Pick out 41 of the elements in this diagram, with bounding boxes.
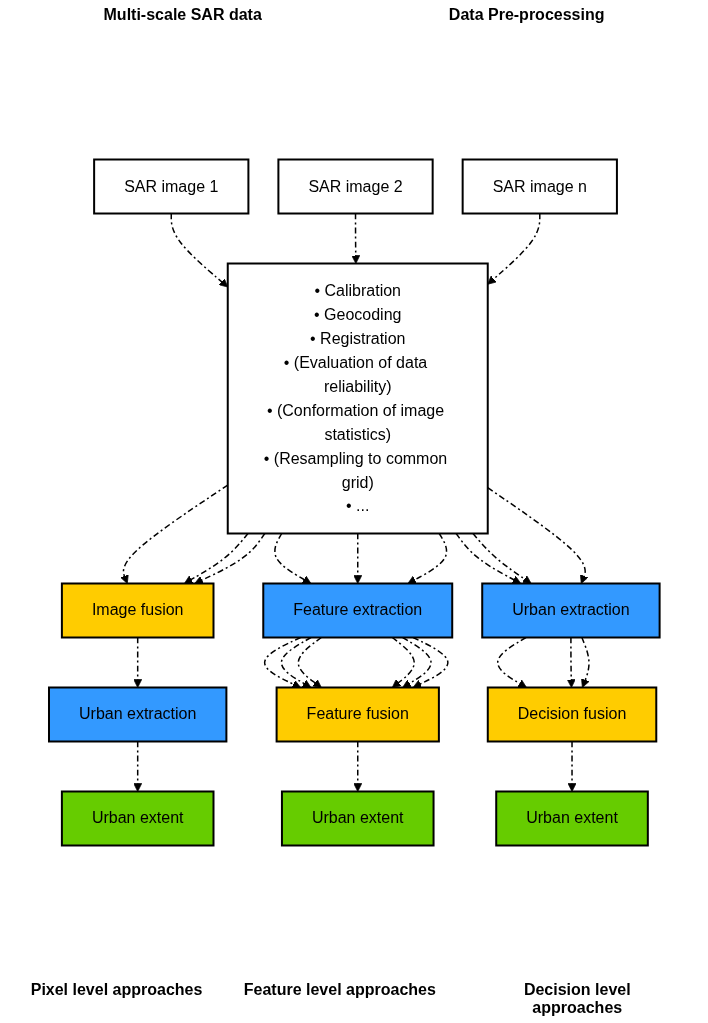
side-label: Data Pre-processing [448,6,605,24]
node-box: Urban extent [494,790,649,847]
node-box: SAR image 1 [92,158,250,215]
arrow [353,532,362,584]
node-box: Decision fusion [486,686,657,743]
node-box: Urban extent [280,790,435,847]
arrow [407,532,447,584]
arrow [471,532,532,584]
arrow [351,212,360,264]
arrow [353,740,362,792]
node-box: Urban extraction [47,686,228,743]
arrow [273,532,312,584]
arrow [297,636,322,688]
arrow [566,636,576,688]
arrow [170,212,228,288]
node-box: SAR image 2 [277,158,434,215]
arrow [280,636,312,688]
node-box: Feature fusion [275,686,440,743]
arrow [496,636,527,688]
side-label: Decision level approaches [522,981,632,1017]
node-box: Feature extraction [261,582,453,639]
node-box: Urban extent [60,790,215,847]
side-label: Pixel level approaches [30,981,203,1000]
arrow [263,636,301,689]
side-label: Feature level approaches [243,981,436,1000]
node-box: Urban extraction [480,582,661,639]
arrow [391,636,415,688]
arrow [567,740,577,792]
arrow [401,636,432,688]
arrow [133,740,142,792]
arrow [580,636,590,688]
arrow [412,636,449,688]
node-box: Image fusion [60,582,215,639]
node-box: • Calibration • Geocoding • Registration • (Evaluation of data reliability) • (Conformation of image statistics) • (Resampling to common grid) • ... [226,262,489,535]
arrow [183,532,249,584]
arrow [194,532,266,585]
node-box: SAR image n [461,158,618,215]
arrow [455,532,521,584]
arrow [133,636,142,688]
arrow [487,212,541,285]
side-label: Multi-scale SAR data [103,6,262,24]
